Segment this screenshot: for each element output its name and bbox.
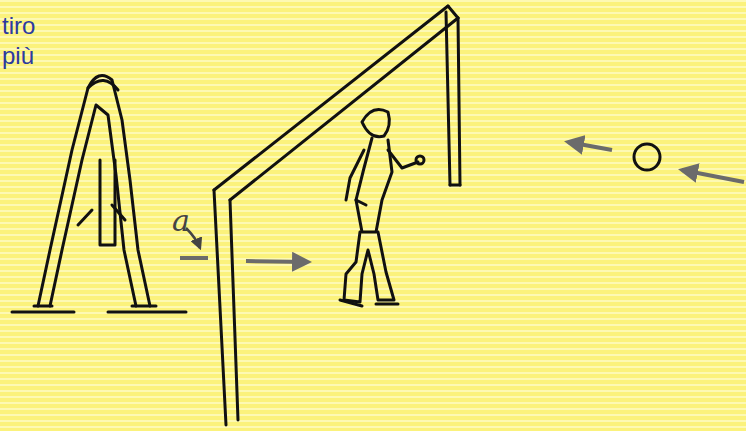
ball-arrow [568, 142, 612, 150]
mats [12, 311, 186, 314]
ball-arrow [682, 170, 744, 182]
start-mark [180, 256, 208, 260]
callout-letter: a [172, 206, 190, 236]
heading-fragment: più [2, 44, 34, 68]
goal [214, 6, 460, 425]
rolling-player [34, 76, 156, 307]
goalkeeper [340, 110, 424, 306]
heading-fragment: tiro [2, 14, 35, 38]
ball [634, 144, 660, 170]
movement-arrow [246, 261, 308, 262]
